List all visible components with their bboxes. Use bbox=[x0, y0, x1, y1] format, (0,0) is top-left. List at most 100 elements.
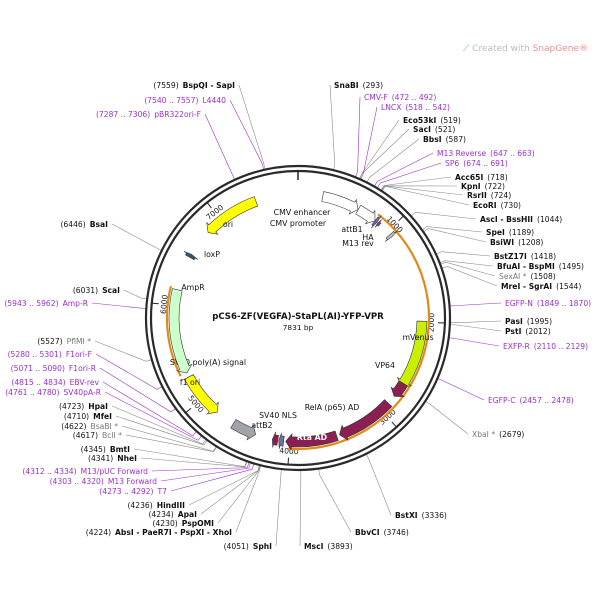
feature-mvenus-arrow[interactable] bbox=[396, 320, 428, 388]
site-label[interactable]: PstI(2012) bbox=[505, 327, 551, 336]
site-label[interactable]: (4341)NheI bbox=[88, 454, 137, 463]
site-position: (3893) bbox=[327, 542, 352, 551]
site-label[interactable]: SacI(521) bbox=[413, 125, 455, 134]
site-label[interactable]: (4312 .. 4334)M13/pUC Forward bbox=[22, 467, 148, 476]
site-position: (730) bbox=[501, 201, 521, 210]
orange-arc bbox=[165, 285, 182, 377]
leader-line bbox=[449, 320, 502, 324]
site-position: (2110 .. 2129) bbox=[534, 342, 588, 351]
site-position: (4051) bbox=[224, 542, 249, 551]
site-label[interactable]: (4224)AbsI - PaeR7I - PspXI - XhoI bbox=[86, 528, 232, 537]
site-position: (7287 .. 7306) bbox=[96, 110, 150, 119]
site-name: HindIII bbox=[157, 501, 185, 510]
site-name: T7 bbox=[157, 487, 168, 496]
site-label[interactable]: (4345)BmtI bbox=[81, 445, 131, 454]
site-label[interactable]: (7559)BspQI - SapI bbox=[153, 81, 235, 90]
feature-f1-ori-arrow[interactable] bbox=[184, 374, 219, 415]
site-label[interactable]: BfuAI - BspMI(1495) bbox=[497, 262, 584, 271]
feature-loxp-arrow[interactable] bbox=[183, 251, 199, 261]
site-label[interactable]: (4303 .. 4320)M13 Forward bbox=[50, 477, 158, 486]
feature-ori-label: ori bbox=[223, 220, 233, 229]
site-label[interactable]: SnaBI(293) bbox=[334, 81, 383, 90]
site-name: SnaBI bbox=[334, 81, 359, 90]
site-name: EBV-rev bbox=[70, 378, 100, 387]
feature-attb1-arrow[interactable] bbox=[370, 215, 382, 229]
site-label[interactable]: (4617)BclI * bbox=[73, 431, 122, 440]
site-label[interactable]: (4710)MfeI bbox=[64, 412, 112, 421]
site-label[interactable]: EcoRI(730) bbox=[473, 201, 521, 210]
site-label[interactable]: AscI - BssHII(1044) bbox=[480, 215, 562, 224]
site-label[interactable]: Eco53kI(519) bbox=[403, 116, 461, 125]
feature-ori-arrow[interactable] bbox=[206, 196, 259, 235]
feature-sv40-nls-arrow[interactable] bbox=[272, 431, 279, 448]
site-position: (4761 .. 4780) bbox=[5, 388, 59, 397]
site-label[interactable]: BstXI(3336) bbox=[395, 511, 447, 520]
site-label[interactable]: (7287 .. 7306)pBR322ori-F bbox=[96, 110, 201, 119]
site-name: SphI bbox=[253, 542, 272, 551]
tick-mark bbox=[151, 302, 159, 305]
site-label[interactable]: PasI(1995) bbox=[505, 317, 552, 326]
site-label[interactable]: (7540 .. 7557)L4440 bbox=[144, 96, 226, 105]
site-name: SP6 bbox=[445, 159, 459, 168]
feature-rta-ad-arrow[interactable] bbox=[285, 430, 339, 451]
site-label[interactable]: SP6(674 .. 691) bbox=[445, 159, 508, 168]
site-label[interactable]: (4051) SphI bbox=[224, 542, 273, 551]
site-label[interactable]: BbvCI(3746) bbox=[355, 528, 409, 537]
site-label[interactable]: (5943 .. 5962)Amp-R bbox=[4, 299, 88, 308]
feature-ha-arrow[interactable] bbox=[384, 230, 398, 242]
site-label[interactable]: (5280 .. 5301)F1ori-F bbox=[8, 350, 92, 359]
feature-cmv-promoter-arrow[interactable] bbox=[355, 204, 376, 225]
site-label[interactable]: M13 Reverse(647 .. 663) bbox=[437, 149, 535, 158]
site-label[interactable]: BsiWI(1208) bbox=[490, 238, 543, 247]
leader-line bbox=[448, 337, 500, 347]
site-label[interactable]: (4230)PspOMI bbox=[153, 519, 215, 528]
site-label[interactable]: (4234)ApaI bbox=[148, 510, 197, 519]
site-label[interactable]: CMV-F(472 .. 492) bbox=[364, 93, 436, 102]
plasmid-name: pCS6-ZF(VEGFA)-StaPL(AI)-YFP-VPR bbox=[212, 312, 384, 322]
site-label[interactable]: LNCX(518 .. 542) bbox=[381, 103, 450, 112]
site-label[interactable]: (4761 .. 4780)SV40pA-R bbox=[5, 388, 102, 397]
feature-sv40-poly-a-signal-arrow[interactable] bbox=[230, 419, 256, 441]
site-label[interactable]: XbaI *(2679) bbox=[472, 430, 524, 439]
leader-line bbox=[439, 260, 494, 267]
feature-ampr-arrow[interactable] bbox=[168, 288, 193, 374]
feature-m13-rev-arrow[interactable] bbox=[374, 219, 382, 228]
tick-label: 6000 bbox=[159, 294, 170, 314]
site-label[interactable]: Acc65I(718) bbox=[455, 173, 508, 182]
feature-loxp-label: loxP bbox=[204, 250, 220, 259]
site-label[interactable]: (5527)PflMI * bbox=[37, 337, 91, 346]
site-label[interactable]: BstZ17I(1418) bbox=[494, 252, 556, 261]
site-label[interactable]: EXFP-R(2110 .. 2129) bbox=[503, 342, 588, 351]
site-label[interactable]: KpnI(722) bbox=[461, 182, 505, 191]
site-label[interactable]: (6031)ScaI bbox=[73, 286, 120, 295]
leader-line bbox=[111, 223, 162, 251]
site-name: XbaI * bbox=[472, 430, 495, 439]
feature-rela-p65-ad-arrow[interactable] bbox=[339, 399, 393, 441]
site-name: MfeI bbox=[93, 412, 112, 421]
site-label[interactable]: (4815 .. 4834)EBV-rev bbox=[11, 378, 99, 387]
site-label[interactable]: EGFP-N(1849 .. 1870) bbox=[505, 299, 591, 308]
site-label[interactable]: (4236)HindIII bbox=[127, 501, 185, 510]
feature-f1-ori-label: f1 ori bbox=[180, 378, 200, 387]
site-label[interactable]: (4273 .. 4292)T7 bbox=[99, 487, 167, 496]
site-label[interactable]: (6446)BsaI bbox=[60, 220, 108, 229]
leader-line bbox=[381, 185, 470, 206]
leader-line bbox=[423, 228, 487, 243]
site-label[interactable]: SexAI *(1508) bbox=[499, 272, 556, 281]
site-label[interactable]: RsrII(724) bbox=[467, 191, 511, 200]
feature-m13-rev-label: M13 rev bbox=[342, 239, 374, 248]
feature-attb2-arrow[interactable] bbox=[278, 432, 285, 449]
site-label[interactable]: MreI - SgrAI(1544) bbox=[501, 282, 581, 291]
site-label[interactable]: MscI(3893) bbox=[304, 542, 353, 551]
site-label[interactable]: (4723)HpaI bbox=[59, 402, 108, 411]
feature-cmv-enhancer-arrow[interactable] bbox=[321, 191, 359, 215]
site-label[interactable]: (5071 .. 5090)F1ori-R bbox=[11, 364, 97, 373]
site-label[interactable]: EGFP-C(2457 .. 2478) bbox=[488, 396, 574, 405]
site-label[interactable]: SpeI(1189) bbox=[486, 228, 534, 237]
site-label[interactable]: BbsI(587) bbox=[423, 135, 466, 144]
site-label[interactable]: (4622)BsaBI * bbox=[61, 422, 118, 431]
site-name: BmtI bbox=[110, 445, 130, 454]
feature-vp64-arrow[interactable] bbox=[390, 380, 409, 398]
feature-cmv-promoter-label: CMV promoter bbox=[270, 219, 327, 228]
